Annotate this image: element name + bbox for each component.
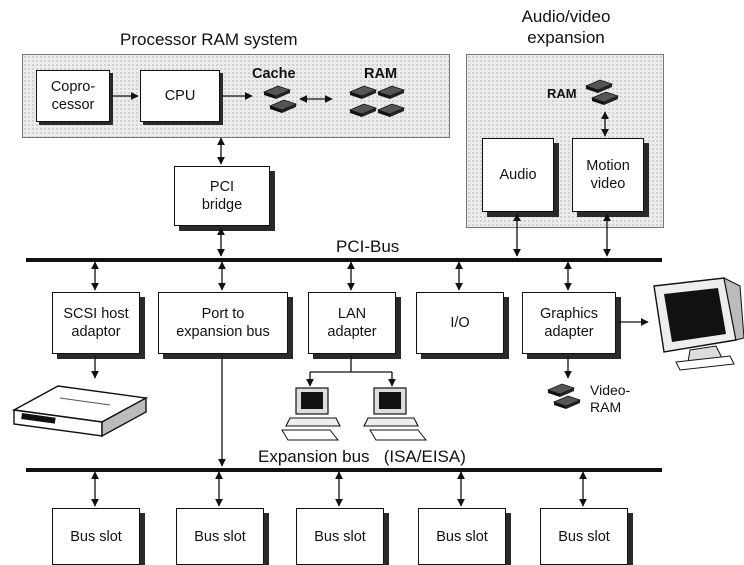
lan-adapter-box: LAN adapter: [308, 292, 396, 354]
bus-slot: Bus slot: [418, 508, 506, 565]
motion-video-box: Motion video: [572, 138, 644, 212]
io-box: I/O: [416, 292, 504, 354]
expansion-bus-label: Expansion bus (ISA/EISA): [258, 447, 466, 466]
lan-network-lines: [306, 356, 396, 387]
port-to-expansion-bus-box: Port to expansion bus: [158, 292, 288, 354]
cpu-box: CPU: [140, 70, 220, 122]
coprocessor-box: Copro- cessor: [36, 70, 110, 122]
bus-slot: Bus slot: [52, 508, 140, 565]
expansion-bus-line: [26, 468, 662, 472]
disk-drive-icon: [11, 385, 149, 438]
pci-bus-line: [26, 258, 662, 262]
processor-ram-title: Processor RAM system: [120, 30, 298, 49]
pci-bus-label: PCI-Bus: [336, 237, 400, 256]
cache-chip-icon: [263, 85, 297, 114]
monitor-icon: [653, 277, 744, 371]
audio-box: Audio: [482, 138, 554, 212]
cache-label: Cache: [252, 66, 296, 82]
computer-icon: [281, 387, 341, 441]
audio-video-title: Audio/video expansion: [521, 7, 611, 47]
scsi-host-adaptor-box: SCSI host adaptor: [52, 292, 140, 354]
ram-chips-icon: [349, 85, 405, 118]
graphics-adapter-box: Graphics adapter: [522, 292, 616, 354]
ram-label: RAM: [364, 66, 398, 82]
av-ram-chips-icon: [585, 79, 619, 106]
video-ram-chips-icon: [547, 383, 581, 410]
av-ram-label: RAM: [547, 86, 577, 101]
bus-slot: Bus slot: [296, 508, 384, 565]
video-ram-label: Video- RAM: [590, 382, 631, 415]
computer-icon: [363, 387, 428, 441]
bus-slot: Bus slot: [540, 508, 628, 565]
pci-bridge-box: PCI bridge: [174, 166, 270, 226]
